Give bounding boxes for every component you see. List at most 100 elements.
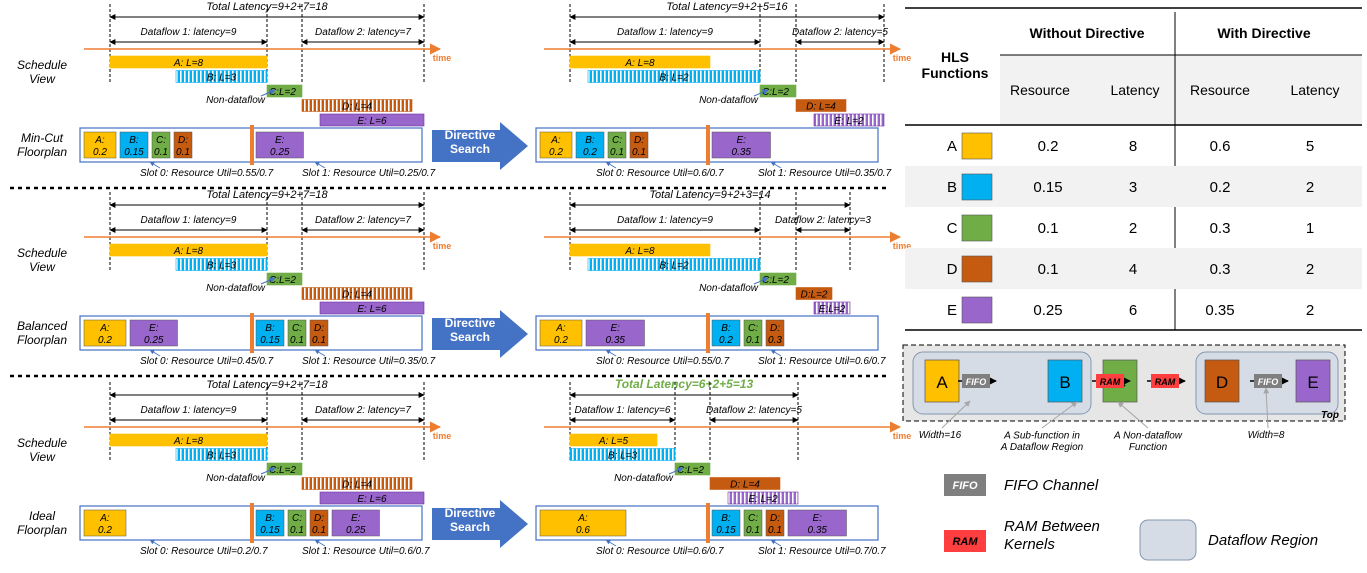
- table-color-swatch: [961, 173, 993, 201]
- schedule-bar-label: C:L=2: [269, 87, 296, 98]
- table-cell: 1: [1306, 220, 1314, 237]
- util-pointer: [605, 539, 617, 547]
- block-resource: 0.1: [176, 147, 190, 158]
- block-resource: 0.1: [768, 525, 782, 536]
- note-pointer: [941, 400, 971, 429]
- non-dataflow-pointer: [260, 467, 276, 475]
- slot0-util: Slot 0: Resource Util=0.2/0.7: [140, 546, 268, 557]
- table-cell: 8: [1129, 138, 1137, 155]
- table-row-fn: B: [947, 179, 957, 196]
- total-latency: Total Latency=9+2+5=16: [666, 1, 788, 13]
- block-label: B:: [265, 513, 275, 524]
- channel-label: RAM: [1100, 377, 1121, 387]
- time-label: time: [893, 53, 912, 63]
- schedule-bar-e: [813, 301, 851, 315]
- util-pointer: [149, 161, 161, 169]
- legend-region-text: Dataflow Region: [1208, 532, 1318, 549]
- util-pointer: [314, 161, 326, 169]
- floorplan-block-a: [539, 509, 627, 537]
- channel-chip: [962, 374, 990, 388]
- schedule-bar-a: [109, 243, 268, 257]
- util-pointer: [770, 539, 782, 547]
- note-pointer: [1041, 401, 1078, 429]
- block-resource: 0.2: [583, 147, 597, 158]
- schedule-bar-c: [266, 272, 303, 286]
- block-label: E:: [611, 323, 621, 334]
- slot0-util: Slot 0: Resource Util=0.6/0.7: [596, 168, 724, 179]
- floorplan-block-e: [711, 131, 771, 159]
- schedule-bar-e: [319, 491, 425, 505]
- slot1-util: Slot 1: Resource Util=0.6/0.7: [302, 546, 430, 557]
- schedule-bar-c: [759, 272, 797, 286]
- schedule-bar-e: [319, 301, 425, 315]
- schedule-bar-label: E: L=2: [748, 494, 778, 505]
- floorplan-block-b: [255, 509, 285, 537]
- block-label: C:: [292, 323, 302, 334]
- table-color-swatch: [961, 255, 993, 283]
- non-dataflow-label: Non-dataflow: [699, 95, 759, 106]
- block-resource: 0.1: [312, 525, 326, 536]
- schedule-bar-d: [301, 99, 413, 112]
- channel-label: FIFO: [1258, 377, 1279, 387]
- schedule-bar-label: A: L=8: [173, 246, 204, 257]
- block-label: D:: [178, 135, 188, 146]
- table-cell: 3: [1129, 179, 1137, 196]
- table-cell: 2: [1306, 179, 1314, 196]
- block-resource: 0.6: [576, 525, 590, 536]
- floorplan-block-b: [255, 319, 285, 347]
- legend-region-swatch: [1139, 519, 1197, 561]
- slot1-util: Slot 1: Resource Util=0.35/0.7: [758, 168, 892, 179]
- schedule-bar-label: D: L=4: [342, 290, 372, 301]
- dataflow1-latency: Dataflow 1: latency=9: [141, 27, 237, 38]
- time-label: time: [893, 241, 912, 251]
- table-color-swatch: [961, 296, 993, 324]
- table-color-swatch: [961, 214, 993, 242]
- total-latency: Total Latency=6+2+5=13: [615, 377, 754, 391]
- note-width16: Width=16: [919, 430, 962, 441]
- schedule-bar-b: [587, 258, 761, 271]
- block-resource: 0.25: [346, 525, 366, 536]
- slot-divider: [706, 125, 710, 165]
- channel-label: RAM: [1155, 377, 1176, 387]
- schedule-bar-label: C:L=2: [677, 465, 704, 476]
- floorplan-block-c: [743, 509, 763, 537]
- block-resource: 0.1: [290, 335, 304, 346]
- block-label: A:: [99, 513, 110, 524]
- block-resource: 0.1: [610, 147, 624, 158]
- block-label: E:: [737, 135, 747, 146]
- dataflow-diagram: ABCDEFIFORAMRAMFIFOTopWidth=16A Sub-func…: [902, 344, 1346, 453]
- time-label: time: [433, 431, 452, 441]
- schedule-bar-d: [795, 99, 847, 112]
- block-resource: 0.35: [732, 147, 752, 158]
- schedule-bar-label: A: L=8: [624, 246, 655, 257]
- block-label: A:: [577, 513, 588, 524]
- legend-ram-chip-label: RAM: [952, 536, 978, 548]
- floorplan-block-b: [119, 131, 149, 159]
- schedule-bar-label: E: L=6: [357, 494, 387, 505]
- block-label: B:: [129, 135, 139, 146]
- floorplan-block-d: [765, 509, 785, 537]
- schedule-bar-label: D: L=4: [806, 102, 836, 113]
- block-label: D:: [314, 323, 324, 334]
- table-cell: 0.15: [1033, 179, 1062, 196]
- schedule-bar-label: C:L=2: [762, 87, 789, 98]
- floorplan-block-d: [309, 319, 329, 347]
- util-pointer: [605, 349, 617, 357]
- dataflow1-latency: Dataflow 1: latency=9: [617, 27, 713, 38]
- block-label: C:: [156, 135, 166, 146]
- diagram-node-label: E: [1307, 373, 1318, 392]
- table-color-swatch: [961, 132, 993, 160]
- floorplan-block-e: [585, 319, 645, 347]
- dataflow2-latency: Dataflow 2: latency=5: [706, 405, 802, 416]
- floorplan-block-c: [607, 131, 627, 159]
- table-cell: 4: [1129, 261, 1137, 278]
- block-resource: 0.3: [768, 335, 782, 346]
- subheader-1: Latency: [1110, 82, 1159, 98]
- floorplan-block-d: [629, 131, 649, 159]
- dataflow1-latency: Dataflow 1: latency=9: [617, 215, 713, 226]
- util-pointer: [149, 539, 161, 547]
